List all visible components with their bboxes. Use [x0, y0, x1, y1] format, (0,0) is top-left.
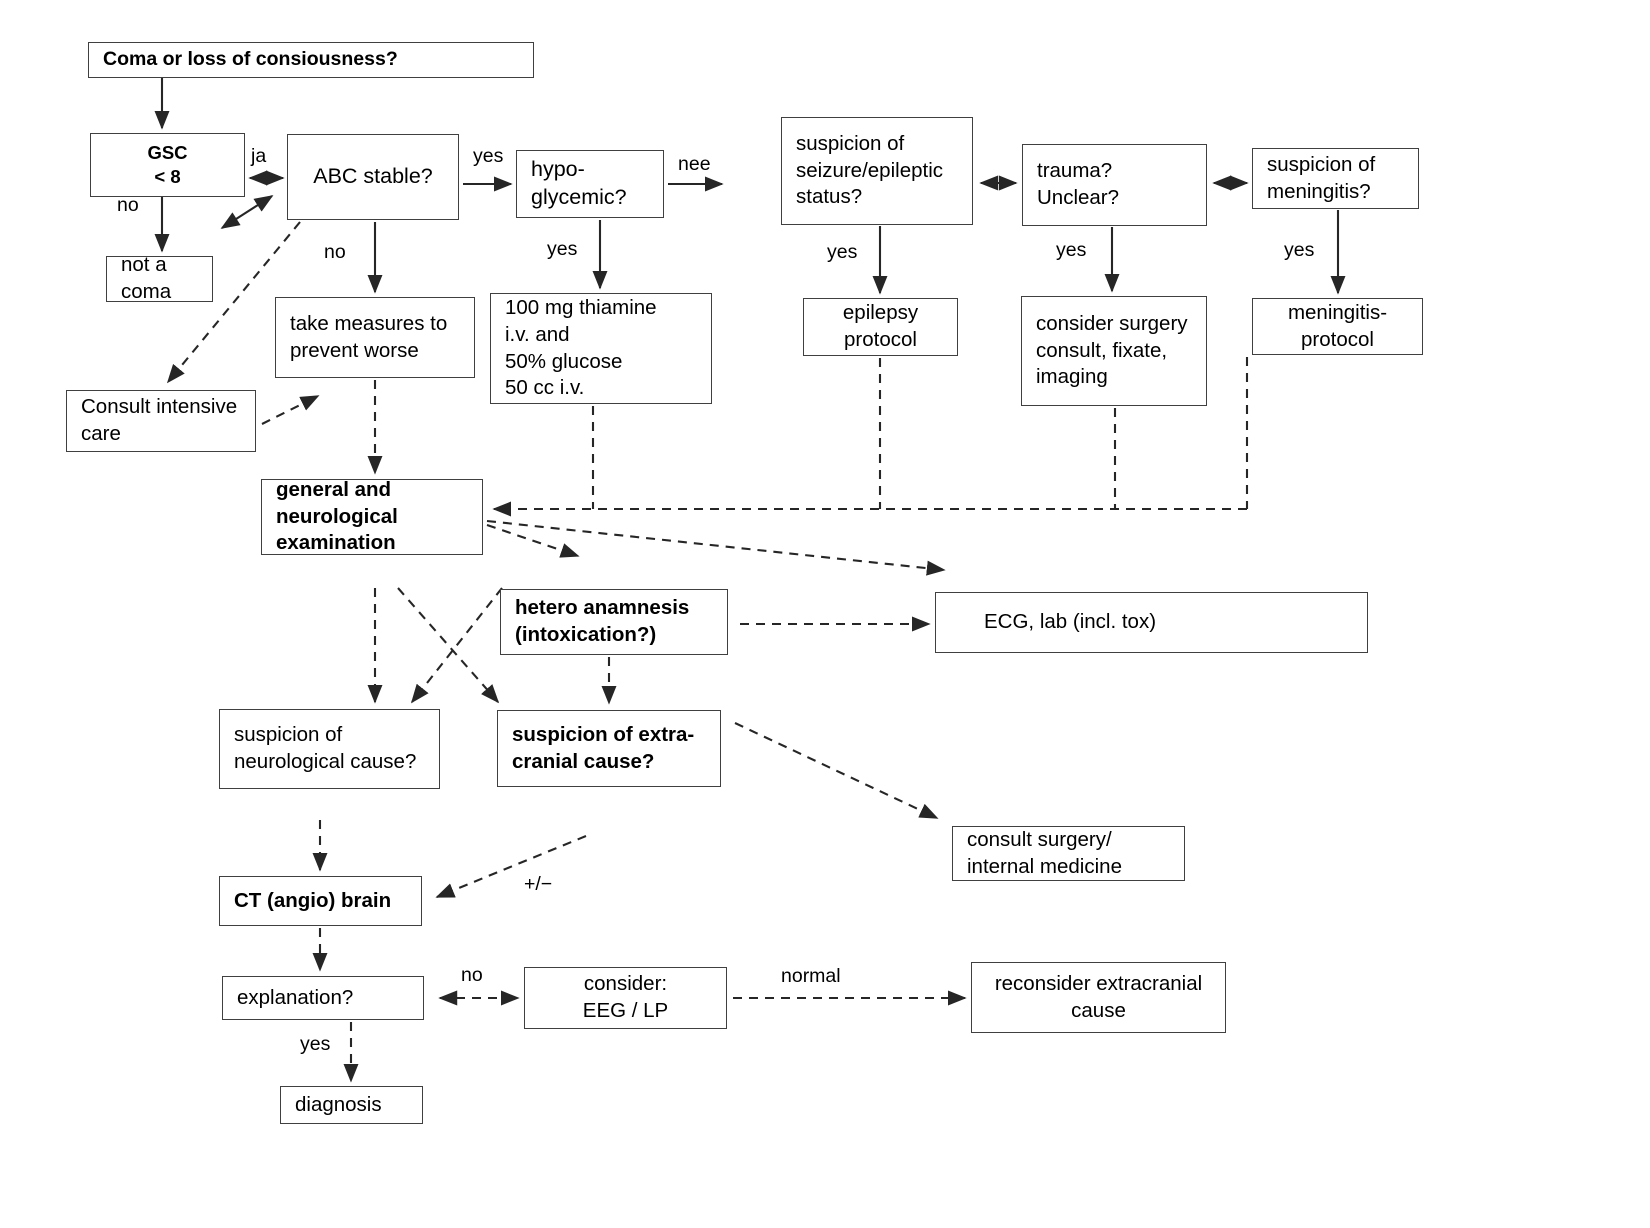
edge-label-ja: ja — [251, 145, 267, 167]
node-ct-angio-brain[interactable]: CT (angio) brain — [219, 876, 422, 926]
edge-plusminus-to-ct — [435, 835, 587, 898]
edge-label-yes-hypo: yes — [547, 238, 578, 260]
edge-label-yes-trauma: yes — [1056, 239, 1087, 261]
node-meningitis-suspicion[interactable]: suspicion of meningitis? — [1252, 148, 1419, 209]
node-abc-stable[interactable]: ABC stable? — [287, 134, 459, 220]
node-consult-surgery-internal-medicine[interactable]: consult surgery/ internal medicine — [952, 826, 1185, 881]
node-general-neurological-examination[interactable]: general and neurological examination — [261, 478, 483, 555]
edge-exam-diag-short — [486, 524, 580, 558]
edge-label-plus-minus: +/− — [524, 873, 553, 895]
node-epilepsy-protocol[interactable]: epilepsy protocol — [803, 298, 958, 356]
edge-label-yes-explanation: yes — [300, 1033, 331, 1055]
edge-label-nee-hypo: nee — [678, 153, 711, 175]
edge-exam-to-ecg — [486, 519, 946, 576]
node-consider-surgery[interactable]: consider surgery consult, fixate, imagin… — [1021, 296, 1207, 406]
edge-diag-double — [220, 195, 274, 229]
edge-label-yes-seizure: yes — [827, 241, 858, 263]
node-meningitis-protocol[interactable]: meningitis- protocol — [1252, 298, 1423, 355]
node-reconsider-extracranial-cause[interactable]: reconsider extracranial cause — [971, 962, 1226, 1033]
edge-label-yes-meningitis: yes — [1284, 239, 1315, 261]
node-trauma-unclear[interactable]: trauma? Unclear? — [1022, 144, 1207, 226]
edge-label-no-abc: no — [324, 241, 346, 263]
edge-label-no-gsc: no — [117, 194, 139, 216]
edge-exam-to-extracranial — [397, 587, 500, 704]
edge-label-no-explanation: no — [461, 964, 483, 986]
node-consider-eeg-lp[interactable]: consider: EEG / LP — [524, 967, 727, 1029]
node-not-a-coma[interactable]: not a coma — [106, 253, 213, 303]
node-extracranial-cause[interactable]: suspicion of extra- cranial cause? — [497, 710, 721, 787]
edge-extracranial-to-consult — [734, 722, 939, 819]
node-coma-question[interactable]: Coma or loss of consiousness? — [88, 42, 534, 78]
edge-label-yes-abc: yes — [473, 145, 504, 167]
node-seizure-suspicion[interactable]: suspicion of seizure/epileptic status? — [781, 117, 973, 225]
node-explanation[interactable]: explanation? — [222, 976, 424, 1020]
node-gsc[interactable]: GSC < 8 — [90, 133, 245, 197]
edge-label-normal: normal — [781, 965, 841, 987]
node-take-measures[interactable]: take measures to prevent worse — [275, 297, 475, 378]
node-hetero-anamnesis[interactable]: hetero anamnesis (intoxication?) — [500, 589, 728, 655]
node-thiamine-glucose[interactable]: 100 mg thiamine i.v. and 50% glucose 50 … — [490, 293, 712, 404]
node-neurological-cause[interactable]: suspicion of neurological cause? — [219, 709, 440, 789]
edge-icu-to-exam — [261, 395, 320, 425]
node-hypoglycemic[interactable]: hypo- glycemic? — [516, 150, 664, 218]
node-diagnosis[interactable]: diagnosis — [280, 1086, 423, 1124]
node-consult-intensive-care[interactable]: Consult intensive care — [66, 390, 256, 452]
node-ecg-lab[interactable]: ECG, lab (incl. tox) — [935, 592, 1368, 653]
edge-anamnesis-to-neuro — [410, 587, 503, 704]
